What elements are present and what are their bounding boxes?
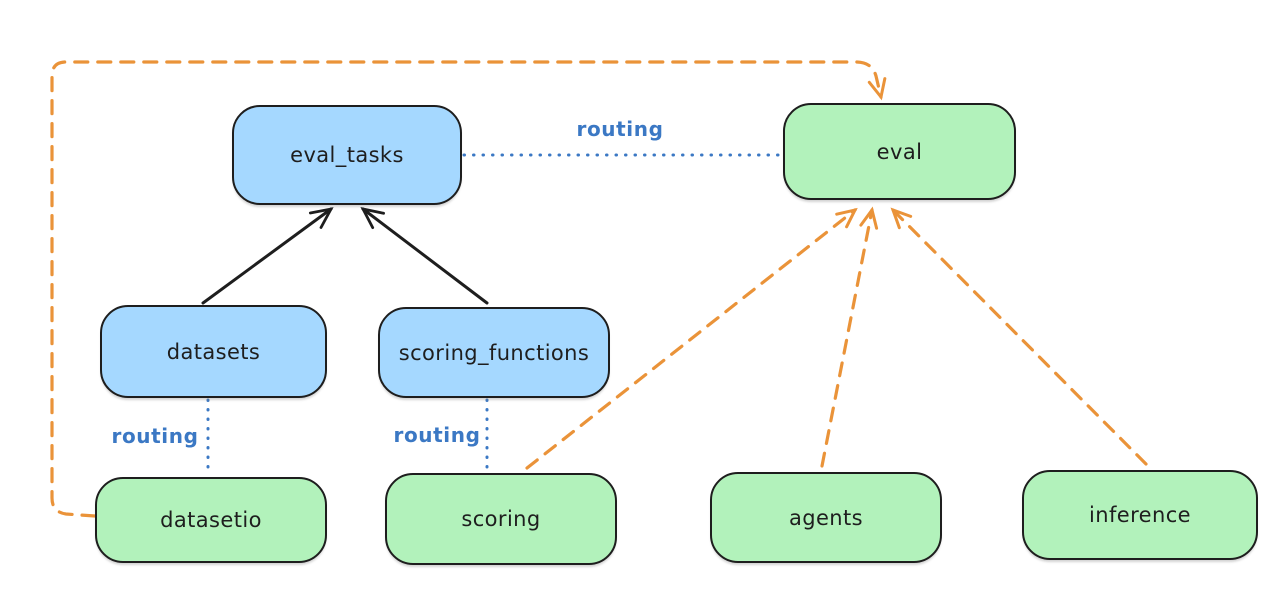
- node-scoring: scoring: [385, 473, 617, 565]
- node-agents-label: agents: [788, 505, 863, 530]
- node-datasets: datasets: [100, 305, 327, 398]
- node-eval_tasks-label: eval_tasks: [290, 143, 404, 167]
- node-agents: agents: [710, 472, 942, 563]
- node-datasets-label: datasets: [166, 339, 261, 364]
- node-eval_tasks: eval_tasks: [232, 105, 462, 205]
- edge-datasetio-to-eval: [50, 60, 887, 518]
- edge-inference-to-eval: [890, 207, 1148, 466]
- node-eval: eval: [783, 103, 1016, 200]
- edge-agents-to-eval: [820, 206, 879, 468]
- routing-label-datasets-datasetio: routing: [111, 424, 199, 448]
- node-scoring-label: scoring: [461, 507, 541, 531]
- edge-scoring-to-eval: [525, 207, 858, 470]
- node-eval-label: eval: [876, 139, 923, 164]
- edge-scoring_functions-to-eval_tasks: [360, 207, 489, 305]
- node-inference: inference: [1022, 470, 1258, 560]
- routing-label-eval_tasks-eval: routing: [576, 117, 664, 141]
- edge-datasets-to-eval_tasks: [201, 207, 334, 305]
- node-scoring_functions: scoring_functions: [378, 307, 610, 398]
- routing-label-scoring_functions-scoring: routing: [393, 423, 481, 447]
- node-datasetio: datasetio: [95, 477, 327, 563]
- node-scoring_functions-label: scoring_functions: [398, 340, 590, 365]
- node-datasetio-label: datasetio: [160, 508, 262, 532]
- node-inference-label: inference: [1089, 503, 1191, 527]
